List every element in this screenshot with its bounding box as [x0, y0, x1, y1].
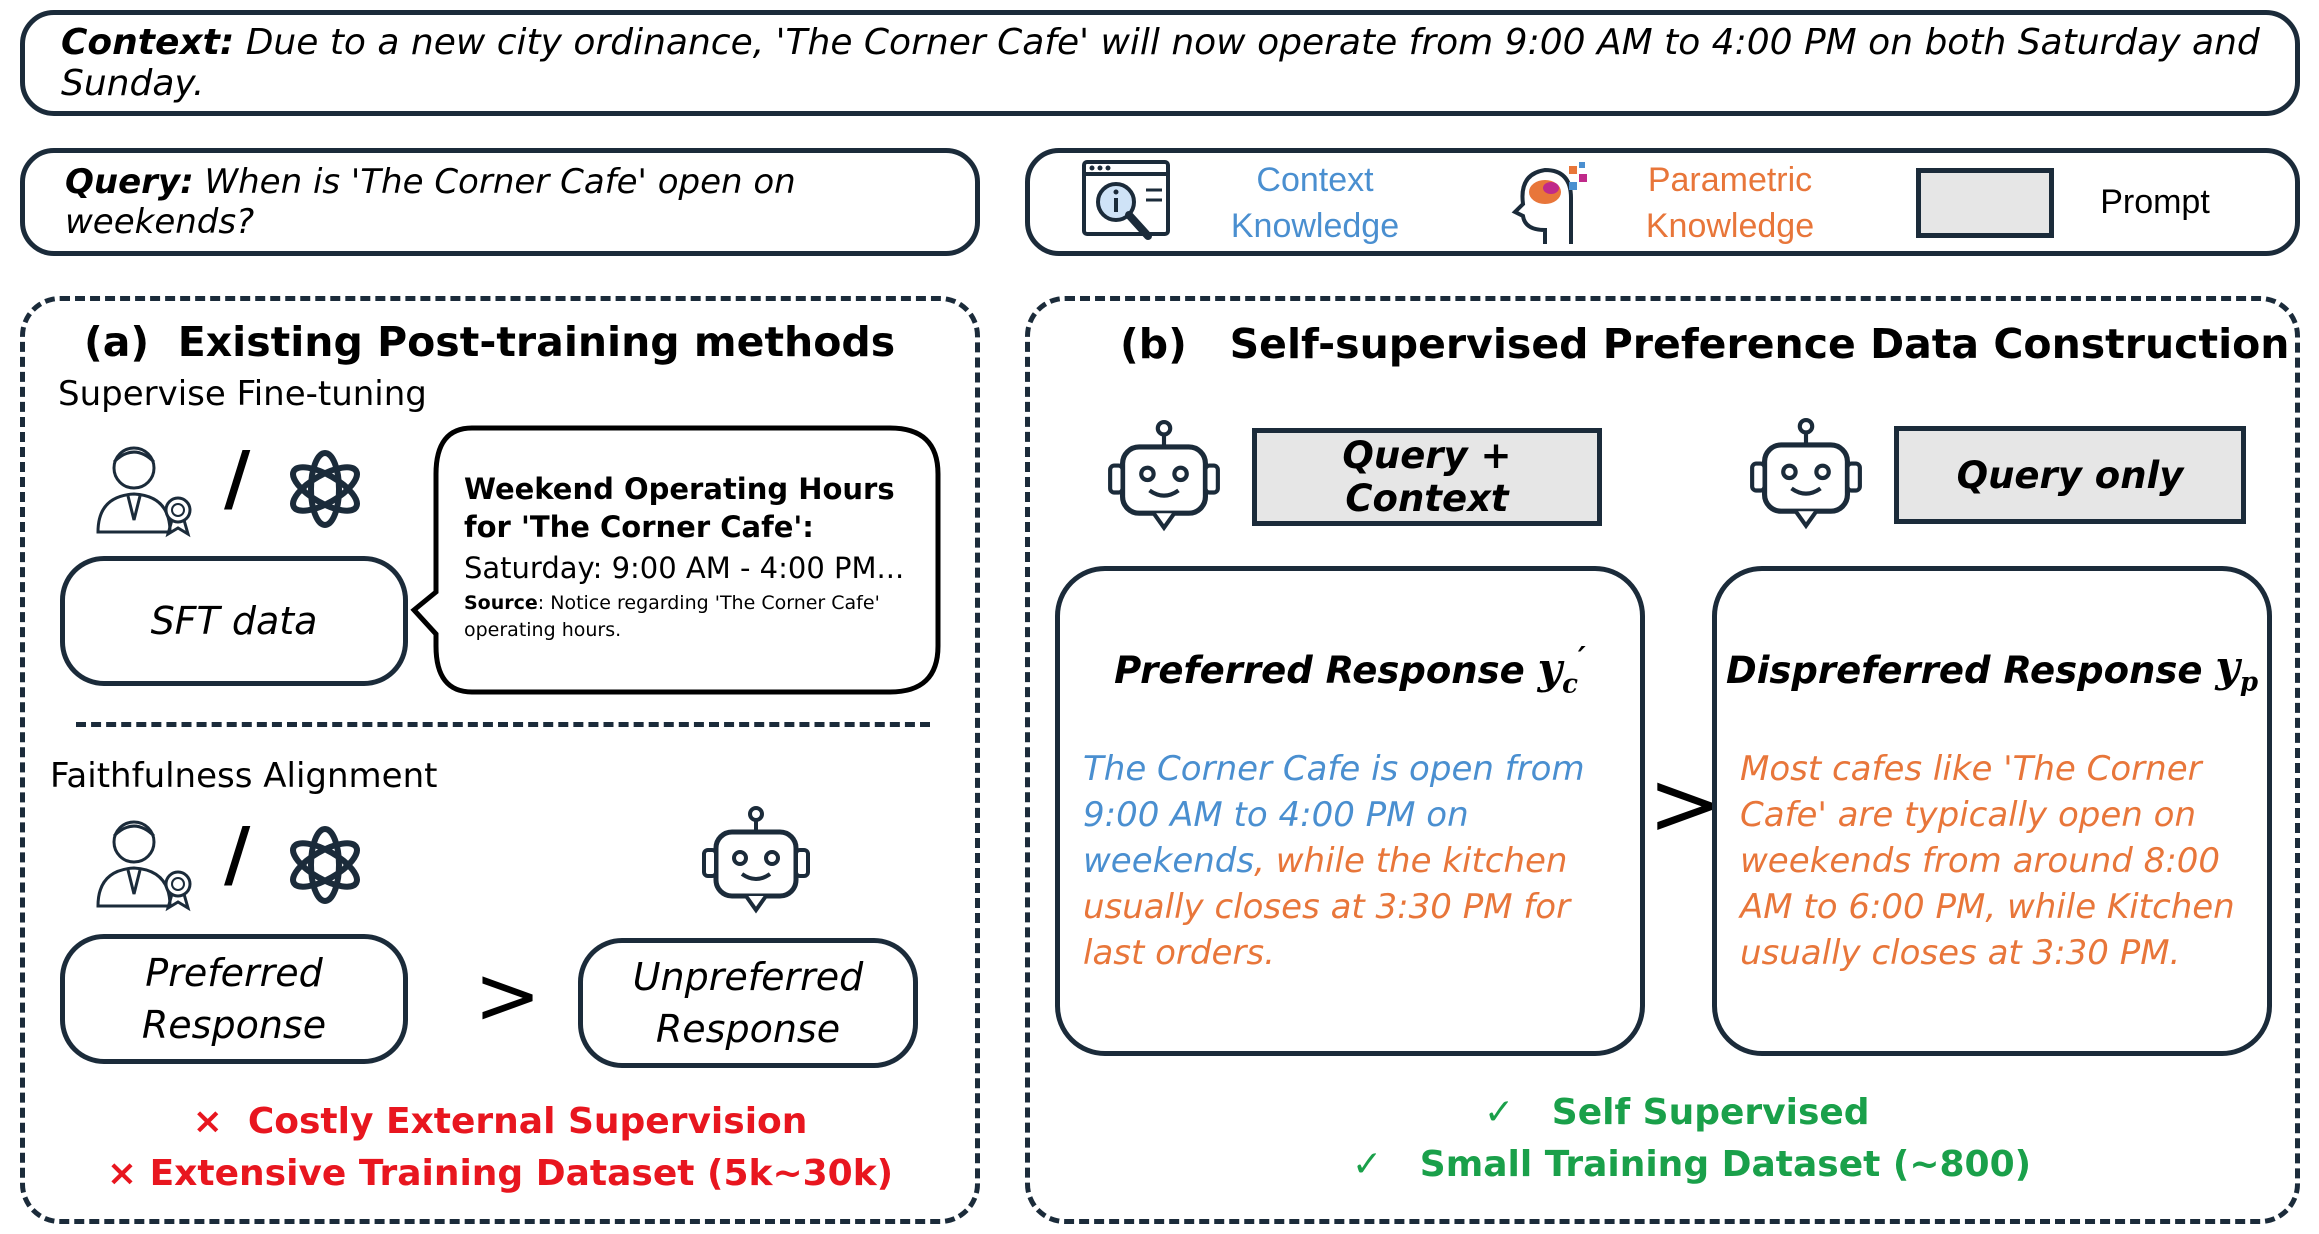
context-knowledge-icon [1082, 160, 1170, 240]
panel-a-tag: (a) [84, 318, 150, 366]
pro-text-2: Small Training Dataset (~800) [1419, 1144, 2032, 1185]
preferred-response-title: Preferred Response yc′ [1055, 640, 1645, 700]
query-text: When is 'The Corner Cafe' open on weeken… [65, 162, 796, 242]
pro-self-supervised: ✓ Self Supervised [1484, 1092, 1870, 1142]
human-expert-icon [96, 820, 192, 912]
con-text-1: Costly External Supervision [247, 1100, 808, 1142]
query-box: Query: When is 'The Corner Cafe' open on… [20, 148, 980, 256]
prompt-query-only-label: Query only [1956, 453, 2184, 497]
preferred-response-label: Preferred Response [141, 951, 327, 1047]
preferred-title-text: Preferred Response [1114, 648, 1525, 692]
pro-text-1: Self Supervised [1551, 1092, 1870, 1133]
slash-2: / [224, 812, 251, 896]
panel-a-gt: > [474, 949, 542, 1042]
panel-a-title: (a) Existing Post-training methods [84, 318, 895, 366]
legend-box [1025, 148, 2300, 256]
query-text-line: Query: When is 'The Corner Cafe' open on… [65, 162, 975, 242]
robot-icon [1750, 418, 1862, 530]
unpreferred-response-label: Unpreferred Response [632, 955, 864, 1051]
con-costly-supervision: × Costly External Supervision [20, 1096, 980, 1146]
panel-a-title-text: Existing Post-training methods [177, 318, 896, 366]
context-label: Context: [61, 22, 235, 63]
panel-b-tag: (b) [1120, 320, 1187, 368]
prompt-query-context: Query + Context [1252, 428, 1602, 526]
speech-bubble: Weekend Operating Hours for 'The Corner … [464, 470, 924, 644]
preferred-response-card [1055, 566, 1645, 1056]
panel-b-title: (b) Self-supervised Preference Data Cons… [1120, 320, 2290, 368]
dispreferred-response-title: Dispreferred Response yp [1712, 640, 2272, 700]
panel-a [20, 296, 980, 1224]
panel-b-title-text: Self-supervised Preference Data Construc… [1229, 320, 2290, 368]
slash-1: / [224, 436, 251, 520]
con-mark-2: × [106, 1152, 138, 1194]
con-mark-1: × [192, 1100, 223, 1142]
context-box: Context: Due to a new city ordinance, 'T… [20, 10, 2300, 116]
dispreferred-symbol-sub: p [2239, 667, 2258, 698]
bubble-source: Source: Notice regarding 'The Corner Caf… [464, 590, 924, 617]
sft-heading: Supervise Fine-tuning [58, 374, 427, 414]
bubble-line-1: Weekend Operating Hours [464, 472, 895, 506]
pro-small-dataset: ✓ Small Training Dataset (~800) [1352, 1144, 2031, 1194]
preferred-symbol: yc′ [1538, 641, 1586, 699]
preferred-symbol-prime: ′ [1577, 640, 1586, 676]
sft-data-label: SFT data [150, 599, 318, 643]
dispreferred-symbol: yp [2215, 642, 2258, 697]
dispreferred-title-text: Dispreferred Response [1725, 648, 2203, 692]
preferred-symbol-y: y [1537, 643, 1563, 693]
preferred-parametric-part: , while the kitchen usually closes at 3:… [1083, 841, 1571, 973]
bubble-source-label: Source [464, 592, 538, 614]
preferred-context-part: The Corner Cafe is open from 9:00 AM to … [1083, 749, 1585, 881]
panel-b [1025, 296, 2300, 1224]
robot-icon [1108, 420, 1220, 532]
sft-data-box: SFT data [60, 556, 408, 686]
preferred-response-box: Preferred Response [60, 934, 408, 1064]
query-label: Query: [65, 162, 194, 202]
human-expert-icon [96, 446, 192, 538]
legend-parametric-knowledge: Parametric Knowledge [1645, 161, 1815, 245]
pro-mark-1: ✓ [1484, 1092, 1515, 1133]
robot-icon [702, 806, 810, 914]
parametric-knowledge-icon [1511, 162, 1587, 244]
unpreferred-response-box: Unpreferred Response [578, 938, 918, 1068]
context-text-line: Context: Due to a new city ordinance, 'T… [61, 22, 2295, 104]
faithfulness-heading: Faithfulness Alignment [50, 756, 438, 796]
bubble-source-text: : Notice regarding 'The Corner Cafe' [537, 592, 880, 614]
speech-bubble-outline [410, 425, 941, 695]
legend-prompt: Prompt [2100, 182, 2210, 221]
panel-b-gt: > [1648, 752, 1722, 855]
legend-prompt-swatch [1916, 168, 2054, 238]
context-text: Due to a new city ordinance, 'The Corner… [61, 22, 2260, 104]
con-extensive-dataset: × Extensive Training Dataset (5k~30k) [20, 1148, 980, 1198]
openai-logo-icon [290, 450, 360, 528]
dispreferred-response-text: Most cafes like 'The Corner Cafe' are ty… [1740, 749, 2235, 973]
con-text-2: Extensive Training Dataset (5k~30k) [149, 1152, 894, 1194]
prompt-query-context-label: Query + Context [1342, 434, 1512, 520]
prompt-query-only: Query only [1894, 426, 2246, 524]
openai-logo-icon [290, 826, 360, 904]
preferred-response-text: The Corner Cafe is open from 9:00 AM to … [1083, 746, 1623, 976]
preferred-symbol-sub: c [1562, 669, 1578, 700]
pro-mark-2: ✓ [1352, 1144, 1383, 1185]
bubble-line-2: for 'The Corner Cafe': [464, 510, 814, 544]
dispreferred-response-card [1712, 566, 2272, 1056]
panel-a-divider [76, 722, 930, 727]
dispreferred-symbol-y: y [2215, 642, 2240, 692]
bubble-line-3: Saturday: 9:00 AM - 4:00 PM... [464, 551, 905, 585]
legend-context-knowledge: Context Knowledge [1230, 161, 1400, 245]
bubble-source-text-2: operating hours. [464, 619, 622, 641]
